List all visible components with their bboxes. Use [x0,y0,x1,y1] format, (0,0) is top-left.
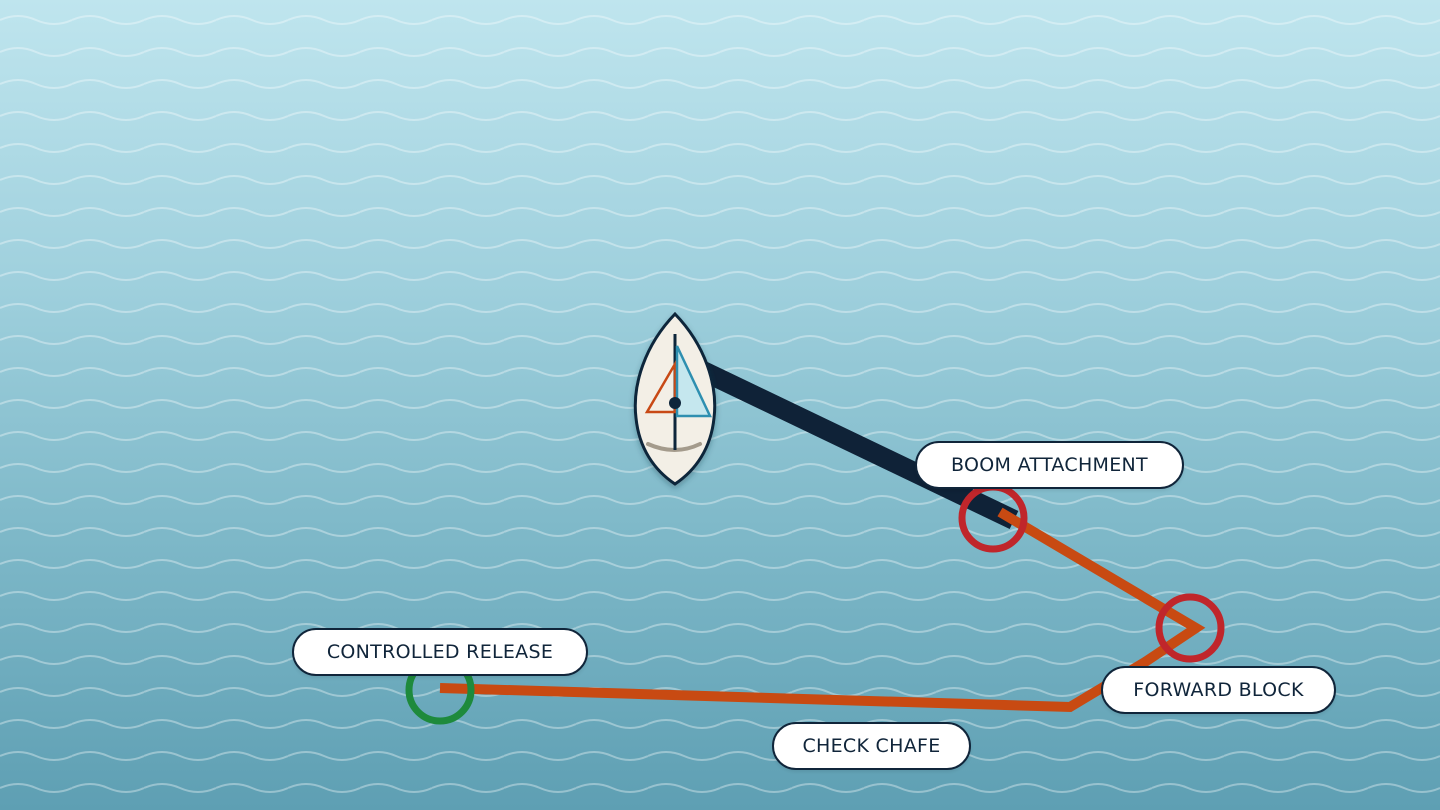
controlled-release-label: CONTROLLED RELEASE [292,628,588,676]
sheet-line [671,348,1019,530]
forward-block-ring-icon [1155,593,1225,663]
check-chafe-label: CHECK CHAFE [772,722,971,770]
working-line [439,507,1206,713]
boom-attachment-label: BOOM ATTACHMENT [915,441,1184,489]
forward-block-label: FORWARD BLOCK [1101,666,1336,714]
sailboat-icon [633,311,717,486]
